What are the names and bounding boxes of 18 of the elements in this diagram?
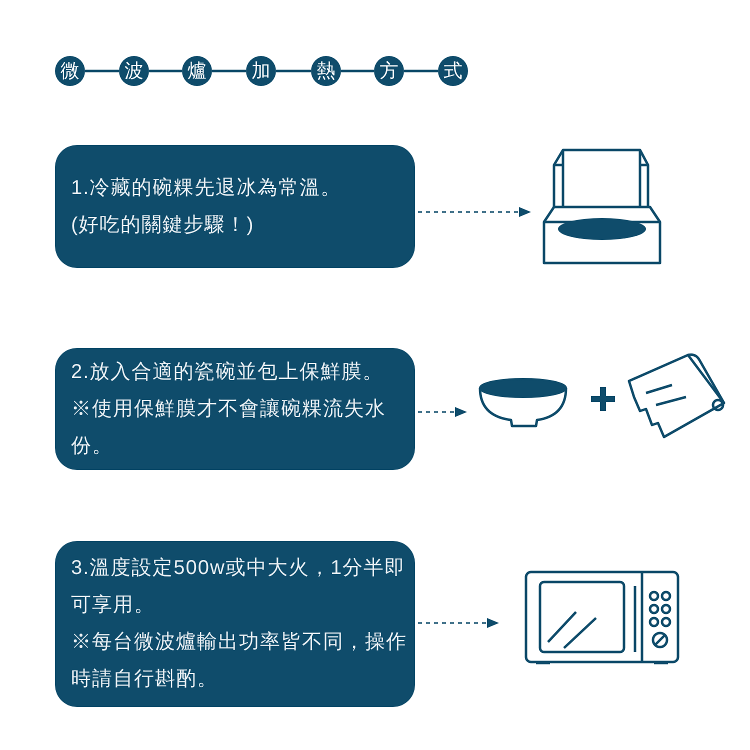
step-text: 2.放入合適的瓷碗並包上保鮮膜。	[71, 360, 385, 384]
step-card	[55, 348, 415, 470]
connector-line	[404, 70, 438, 72]
connector-line	[149, 70, 182, 72]
step-text: 1.冷藏的碗粿先退冰為常溫。	[71, 176, 343, 200]
step-card	[55, 145, 415, 268]
step-text: ※使用保鮮膜才不會讓碗粿流失水份。	[71, 396, 387, 458]
step-text: ※每台微波爐輸出功率皆不同，操作時請自行斟酌。	[71, 630, 407, 692]
step-text: (好吃的關鍵步驟！)	[71, 212, 256, 238]
connector-line	[85, 70, 119, 72]
connector-line	[276, 70, 311, 72]
dashed-arrow	[418, 618, 499, 628]
step-card	[55, 541, 415, 707]
step-text: 3.溫度設定500w或中大火，1分半即可享用。	[71, 556, 407, 618]
connector-line	[212, 70, 246, 72]
dashed-arrow	[418, 407, 467, 417]
connector-line	[341, 70, 374, 72]
dashed-arrow	[418, 207, 531, 217]
